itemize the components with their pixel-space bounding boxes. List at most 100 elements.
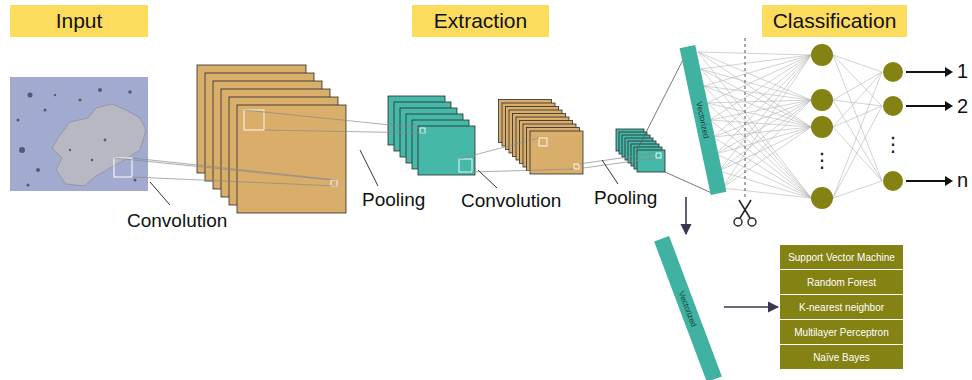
projection-line — [472, 169, 574, 172]
node-text: Naïve Bayes — [813, 352, 870, 363]
scissors-handle — [734, 218, 742, 226]
input-image — [10, 77, 148, 191]
dense-connection — [833, 72, 882, 127]
section-heading: Classification — [762, 5, 907, 37]
dense-connection — [704, 55, 811, 86]
dense-connection — [719, 127, 811, 171]
output-arrowhead — [945, 101, 953, 111]
scissors-blade — [740, 200, 751, 218]
dense-connection — [722, 100, 811, 188]
dense-connection — [719, 55, 811, 171]
input-speck — [54, 94, 56, 96]
dense-connection — [833, 100, 882, 181]
neuron — [811, 116, 833, 138]
dense-connection — [833, 55, 882, 72]
output-arrow — [906, 180, 945, 182]
node-text: Extraction — [434, 9, 527, 33]
pool-feature-map — [637, 150, 665, 172]
input-speck — [69, 149, 71, 151]
dense-connection — [701, 55, 811, 69]
kernel-window — [459, 159, 472, 172]
dense-connection — [833, 100, 882, 106]
leader-line — [478, 170, 497, 188]
projection-line — [244, 110, 420, 128]
output-arrowhead — [945, 67, 953, 77]
step-label: Pooling — [594, 188, 657, 207]
leader-line — [150, 182, 170, 205]
classifier-box: K-nearest neighbor — [780, 295, 903, 319]
node-text: Vectorized — [677, 290, 699, 328]
dense-connection — [833, 72, 882, 100]
kernel-window — [574, 164, 579, 169]
vectorized-bar: Vectorized — [654, 236, 722, 380]
projection-line — [579, 153, 656, 164]
input-speck — [104, 139, 107, 142]
dense-connection — [833, 181, 882, 198]
input-speck — [26, 183, 29, 186]
projection-line — [114, 158, 331, 180]
node-text: Support Vector Machine — [788, 252, 895, 263]
dense-connection — [716, 55, 811, 154]
dense-connection — [707, 55, 811, 103]
dense-connection — [710, 120, 811, 127]
dense-connection — [713, 55, 811, 137]
node-text: Vectorized — [695, 101, 712, 139]
step-label: Convolution — [127, 211, 227, 230]
section-heading: Extraction — [412, 5, 549, 37]
projection-line — [132, 177, 337, 186]
conv-feature-map — [530, 131, 583, 174]
output-class-number: n — [957, 170, 968, 190]
dense-connection — [707, 103, 811, 127]
dense-connection — [719, 100, 811, 171]
leader-line — [602, 160, 618, 184]
dense-connection — [704, 86, 811, 127]
kernel-window — [420, 128, 425, 133]
pool-feature-map — [418, 126, 475, 175]
input-blob — [52, 104, 146, 186]
step-label: Convolution — [461, 191, 561, 210]
conv-feature-map — [237, 105, 346, 213]
node-text: Input — [56, 9, 103, 33]
receptive-field — [114, 158, 132, 177]
kernel-window — [539, 138, 547, 146]
dense-connection — [722, 188, 811, 198]
node-text: Classification — [773, 9, 897, 33]
projection-line — [583, 158, 656, 168]
flow-arrow — [685, 197, 687, 234]
kernel-window — [244, 110, 264, 130]
dense-connection — [707, 100, 811, 103]
kernel-window — [656, 153, 661, 158]
dense-connection — [833, 106, 882, 127]
dense-connection — [833, 55, 882, 181]
neuron — [811, 187, 833, 209]
ellipsis-mark: ⋮ — [883, 134, 903, 154]
input-speck — [44, 109, 47, 112]
node-text: Random Forest — [807, 277, 876, 288]
input-speck — [28, 93, 33, 98]
classifier-box: Multilayer Perceptron — [780, 320, 903, 344]
dense-connection — [701, 69, 811, 100]
dense-connection — [833, 106, 882, 198]
output-class-number: 2 — [957, 96, 968, 116]
neuron — [883, 96, 903, 116]
classifier-box: Naïve Bayes — [780, 345, 903, 369]
dense-connection — [698, 52, 811, 127]
output-arrow — [906, 71, 945, 73]
input-speck — [128, 90, 132, 94]
input-speck — [98, 88, 102, 92]
input-speck — [91, 159, 94, 162]
output-arrow — [906, 105, 945, 107]
classifier-box: Random Forest — [780, 270, 903, 294]
scissors-blade — [739, 200, 750, 218]
flow-arrow — [724, 306, 778, 308]
kernel-window — [331, 180, 337, 186]
leader-line — [360, 150, 378, 186]
dense-connection — [833, 72, 882, 198]
dense-connection — [722, 127, 811, 188]
output-arrowhead — [945, 176, 953, 186]
scissors-handle — [748, 218, 756, 226]
projection-line — [264, 130, 425, 133]
input-speck — [36, 168, 40, 172]
dense-connection — [704, 86, 811, 100]
